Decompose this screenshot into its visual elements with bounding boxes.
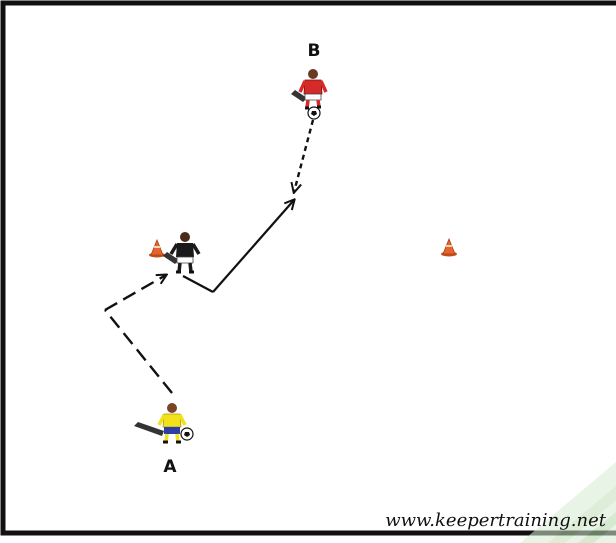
solid-run-line: [182, 275, 214, 293]
player-b-figure: [291, 69, 328, 110]
dotted-pass-arrow-from-b: [294, 119, 315, 192]
soccer-ball-icon: [307, 106, 321, 120]
dashed-pass-arrow-to-keeper: [104, 275, 166, 312]
cone-icon: [149, 238, 165, 258]
watermark-logo: [520, 462, 616, 543]
label-player-b: B: [308, 41, 321, 61]
soccer-ball-icon: [180, 427, 194, 441]
cone-icon: [441, 237, 457, 257]
solid-run-arrow-to-b: [212, 200, 294, 293]
label-player-a: A: [163, 457, 177, 477]
website-url: www.keepertraining.net: [385, 510, 607, 531]
keeper-figure: [163, 232, 201, 274]
dashed-path-a-to-corner: [104, 309, 173, 394]
player-a-figure: [134, 403, 187, 444]
